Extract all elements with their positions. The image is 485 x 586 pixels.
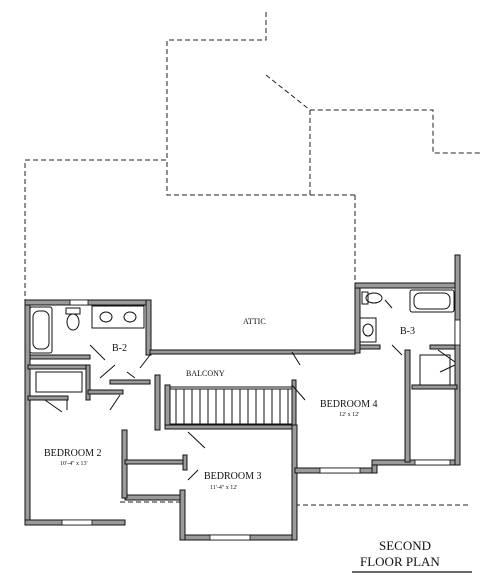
windows bbox=[61, 299, 461, 541]
toilet-b3 bbox=[361, 291, 369, 305]
size-bedroom-3: 11'-4" x 12' bbox=[210, 485, 237, 491]
size-bedroom-4: 12' x 12' bbox=[339, 412, 359, 418]
label-bedroom-3: BEDROOM 3 bbox=[204, 471, 262, 482]
label-bath-3: B-3 bbox=[400, 326, 415, 337]
label-bedroom-4: BEDROOM 4 bbox=[320, 399, 378, 410]
plan-title-line2: FLOOR PLAN bbox=[360, 554, 440, 569]
walls bbox=[24, 254, 461, 541]
toilet-b2 bbox=[65, 307, 81, 315]
bathtub-b2 bbox=[29, 306, 53, 354]
bathtub-b3 bbox=[409, 289, 455, 313]
label-bath-2: B-2 bbox=[112, 343, 127, 354]
sink-b3 bbox=[359, 317, 377, 343]
doors bbox=[44, 299, 456, 481]
vanity-b2 bbox=[91, 305, 145, 329]
plan-title-line1: SECOND bbox=[379, 538, 431, 553]
label-attic: ATTIC bbox=[243, 317, 266, 326]
size-bedroom-2: 10'-4" x 13' bbox=[60, 461, 88, 467]
attic-outline bbox=[24, 12, 480, 506]
stairs bbox=[169, 386, 293, 425]
label-balcony: BALCONY bbox=[186, 369, 225, 378]
fixtures bbox=[29, 289, 455, 393]
label-bedroom-2: BEDROOM 2 bbox=[44, 448, 102, 459]
